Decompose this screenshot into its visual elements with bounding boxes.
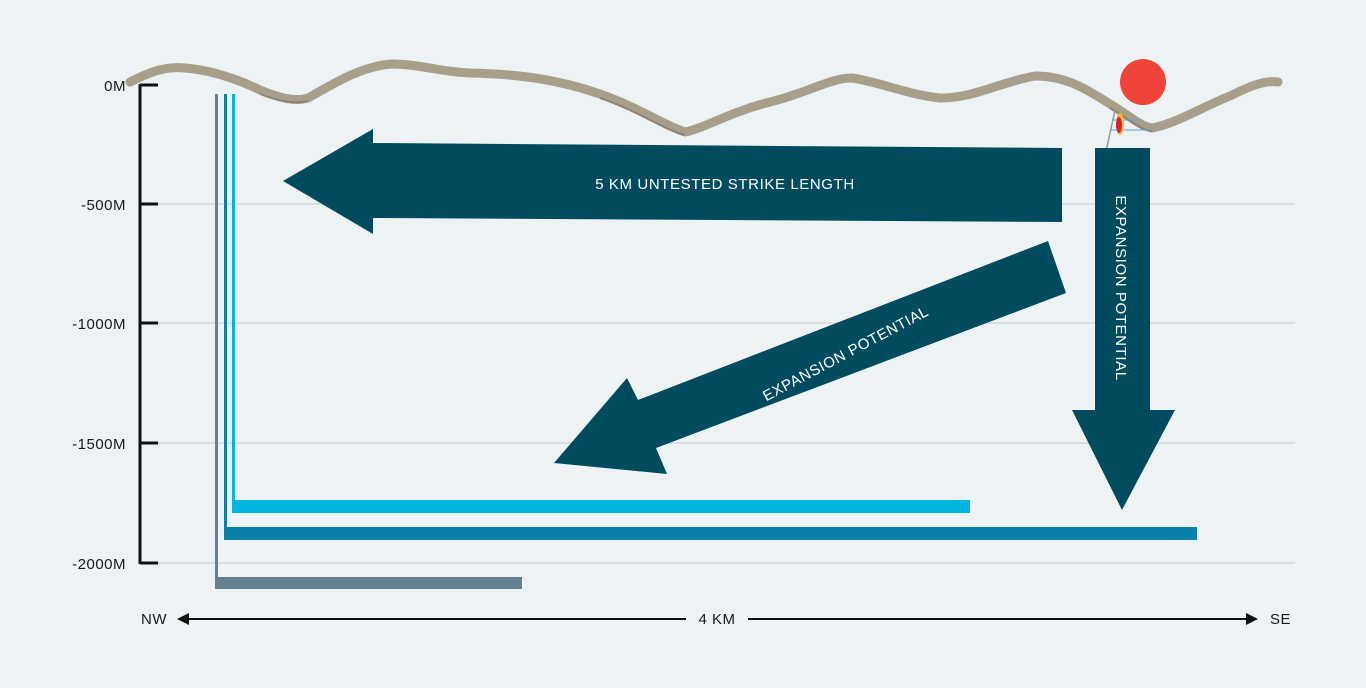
expansion-down-arrow — [1072, 148, 1175, 510]
arrow-left-icon — [177, 613, 189, 625]
drill-hole-grey — [215, 94, 522, 589]
y-tick-0: 0M — [104, 78, 126, 95]
y-tick-1500: -1500M — [72, 436, 126, 453]
strike-length-label: 5 KM UNTESTED STRIKE LENGTH — [595, 176, 855, 193]
arrow-right-icon — [1246, 613, 1258, 625]
strike-length-arrow — [283, 129, 1062, 234]
y-tick-1000: -1000M — [72, 316, 126, 333]
deposit-marker — [1120, 59, 1166, 105]
terrain-surface — [125, 59, 1283, 137]
scale-distance-label: 4 KM — [698, 611, 735, 628]
scale-se-label: SE — [1270, 611, 1291, 628]
y-tick-500: -500M — [81, 197, 126, 214]
y-tick-2000: -2000M — [72, 556, 126, 573]
scale-bar — [177, 613, 1258, 625]
expansion-down-label: EXPANSION POTENTIAL — [1112, 195, 1129, 380]
drill-hole-cyan — [232, 94, 970, 513]
scale-nw-label: NW — [141, 611, 167, 628]
y-axis — [138, 83, 158, 565]
drill-hole-blue — [224, 94, 1197, 540]
expansion-diagonal-arrow — [554, 241, 1066, 474]
